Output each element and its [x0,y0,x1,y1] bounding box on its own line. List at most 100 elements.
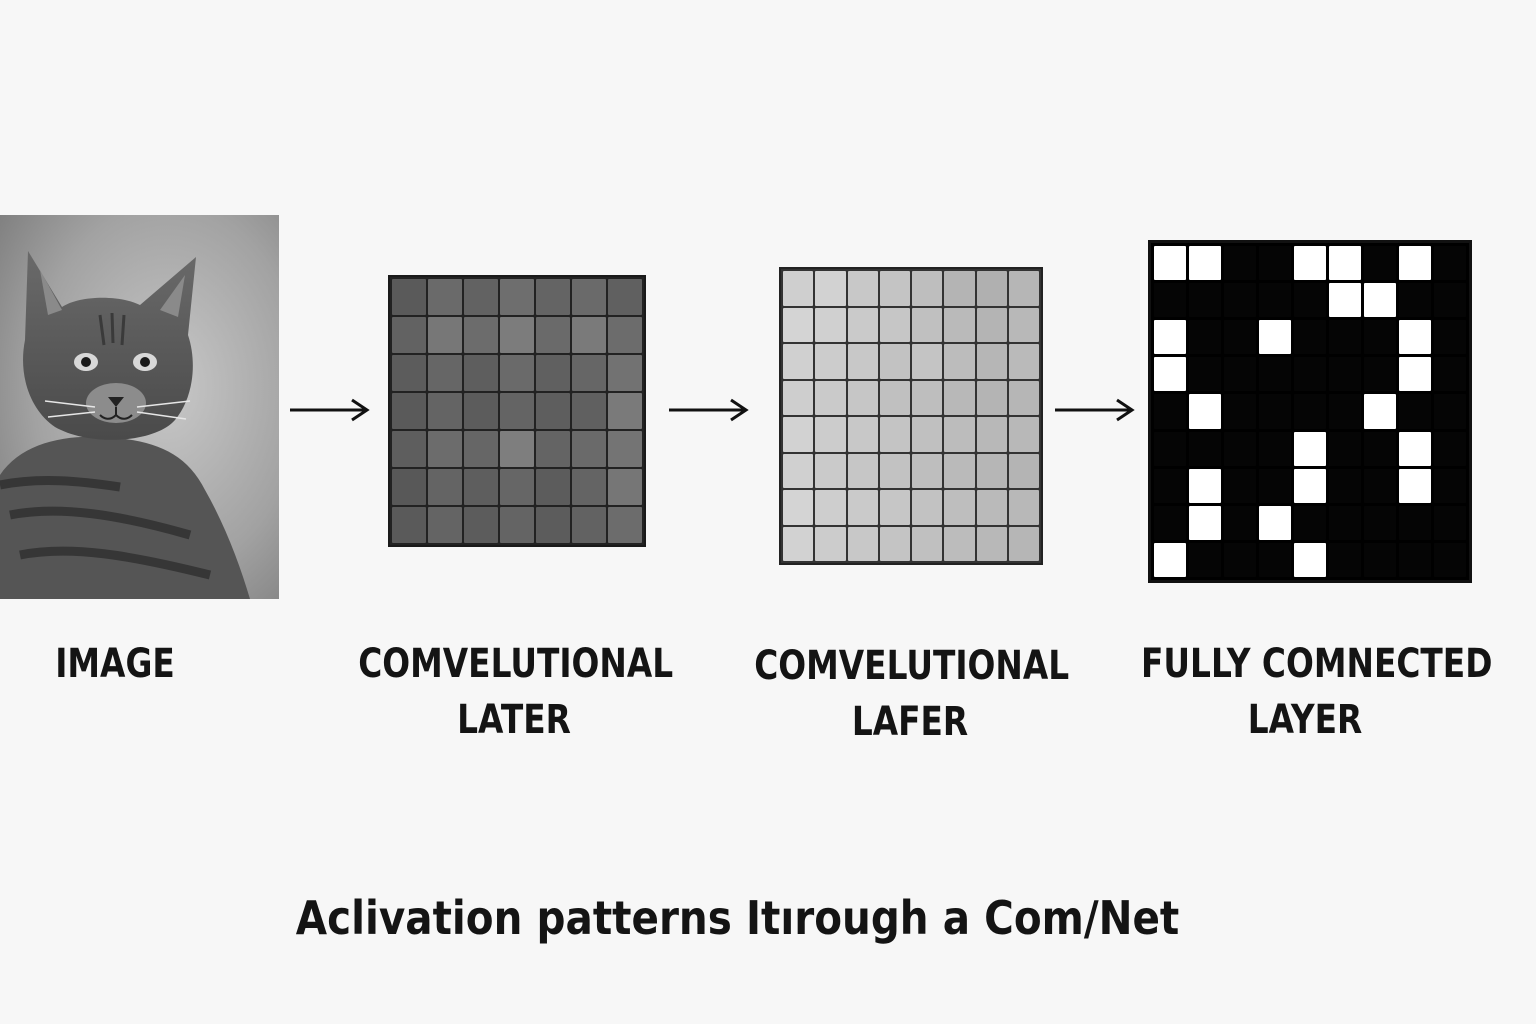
fc-cell [1224,246,1256,281]
conv1-cell [608,355,642,391]
fc-cell [1364,468,1396,503]
conv1-cell [536,507,570,543]
fc-cell [1434,394,1466,429]
conv1-cell [428,469,462,505]
right-arrow-icon [1055,398,1135,422]
fc-cell [1329,246,1361,281]
fc-cell [1154,542,1186,577]
conv2-cell [847,490,878,525]
fc-cell [1294,246,1326,281]
conv2-cell [847,344,878,379]
conv1-cell [392,431,426,467]
conv2-cell [847,307,878,342]
fc-cell [1154,246,1186,281]
conv2-cell [879,271,910,306]
conv2-cell [944,490,975,525]
conv2-cell [912,526,943,561]
fully-connected-activation-grid [1148,240,1472,583]
conv1-cell [392,317,426,353]
cat-photo [0,215,279,599]
conv1-cell [608,317,642,353]
conv2-cell [847,417,878,452]
fc-cell [1364,394,1396,429]
conv1-cell [500,507,534,543]
conv2-cell [1008,490,1039,525]
conv2-cell [912,490,943,525]
fc-cell [1189,542,1221,577]
conv1-cell [464,279,498,315]
fc-cell [1329,320,1361,355]
fc-cell [1434,542,1466,577]
conv2-cell [815,307,846,342]
conv2-cell [847,453,878,488]
fc-cell [1189,394,1221,429]
conv2-cell [912,271,943,306]
conv2-cell [912,380,943,415]
fc-cell [1154,394,1186,429]
conv2-cell [944,453,975,488]
label-conv1-line2: LATER [457,697,571,743]
fc-cell [1224,283,1256,318]
conv1-cell [500,431,534,467]
conv2-cell [847,526,878,561]
conv1-cell [536,469,570,505]
conv1-cell [536,393,570,429]
fc-cell [1434,431,1466,466]
conv2-cell [815,490,846,525]
fc-cell [1189,431,1221,466]
fc-cell [1224,505,1256,540]
fc-cell [1294,468,1326,503]
fc-cell [1189,357,1221,392]
fc-cell [1329,394,1361,429]
conv2-cell [879,526,910,561]
conv2-cell [976,307,1007,342]
conv2-cell [976,344,1007,379]
conv1-cell [608,393,642,429]
fc-cell [1294,283,1326,318]
conv2-cell [944,380,975,415]
conv2-cell [1008,417,1039,452]
conv2-cell [976,453,1007,488]
fc-cell [1224,542,1256,577]
right-arrow-icon [669,398,749,422]
fc-cell [1364,357,1396,392]
conv2-cell [783,271,814,306]
conv1-cell [572,317,606,353]
conv2-cell [783,380,814,415]
fc-cell [1434,283,1466,318]
conv2-cell [783,490,814,525]
conv2-cell [783,526,814,561]
conv1-cell [572,355,606,391]
conv2-cell [815,526,846,561]
conv1-cell [392,279,426,315]
fc-cell [1294,394,1326,429]
conv1-cell [536,355,570,391]
conv2-cell [912,307,943,342]
fc-cell [1364,431,1396,466]
fc-cell [1259,505,1291,540]
right-arrow-icon [290,398,370,422]
input-image-cat-photo [0,215,279,599]
fc-cell [1154,283,1186,318]
conv1-cell [428,355,462,391]
conv2-cell [944,344,975,379]
conv1-cell [464,393,498,429]
diagram-caption: Aclivation patterns Itırough a Com/Net [295,891,1180,945]
conv1-cell [536,431,570,467]
conv2-cell [976,526,1007,561]
conv2-cell [815,417,846,452]
conv1-cell [536,279,570,315]
fc-cell [1364,320,1396,355]
fc-cell [1154,357,1186,392]
conv2-cell [1008,526,1039,561]
conv1-cell [428,317,462,353]
fc-cell [1364,505,1396,540]
label-image-text: IMAGE [55,641,175,687]
fc-cell [1224,431,1256,466]
conv1-cell [464,431,498,467]
conv1-cell [608,279,642,315]
conv2-cell [1008,271,1039,306]
fc-cell [1259,283,1291,318]
conv2-cell [783,307,814,342]
fc-cell [1329,468,1361,503]
